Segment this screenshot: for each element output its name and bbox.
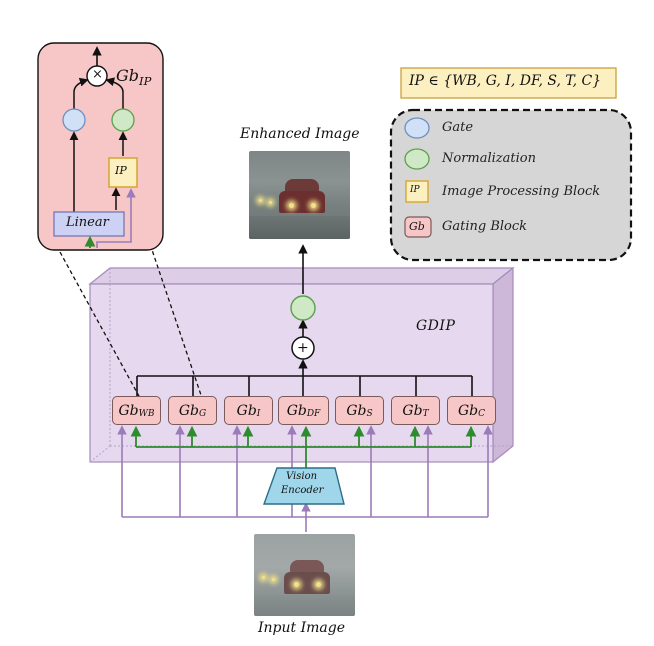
legend-gate-label: Gate (442, 120, 474, 135)
enhanced-image-label: Enhanced Image (240, 126, 360, 142)
plus-sign: + (297, 340, 309, 356)
gdip-label: GDIP (416, 318, 456, 334)
zoom-title: GbIP (116, 66, 152, 89)
enhanced-image (249, 151, 350, 239)
zoom-line-right (147, 237, 203, 399)
legend-box (389, 108, 633, 262)
encoder-label-2: Encoder (281, 485, 324, 496)
zoom-linear-label: Linear (66, 215, 109, 230)
sum-node (291, 336, 315, 360)
legend-gb-label: Gating Block (442, 219, 528, 234)
encoder-lines (130, 425, 477, 472)
formula-box (400, 67, 617, 99)
encoder-label-1: Vision (286, 471, 318, 482)
gating-block-zoom (37, 42, 164, 251)
zoom-ip-label: IP (115, 164, 127, 177)
legend-ipb-icon-text: IP (410, 185, 420, 195)
input-image (254, 534, 355, 616)
ip-formula: IP ∈ {WB, G, I, DF, S, T, C} (409, 73, 602, 89)
legend-gb-icon-text: Gb (409, 220, 425, 233)
legend-normalization-label: Normalization (442, 151, 536, 166)
legend-ipb-label: Image Processing Block (442, 184, 601, 199)
multiply-symbol: × (92, 67, 103, 82)
block-output-lines (136, 244, 473, 396)
vision-encoder-shape (263, 467, 345, 505)
input-image-label: Input Image (258, 620, 346, 636)
normalization-node (290, 295, 316, 321)
